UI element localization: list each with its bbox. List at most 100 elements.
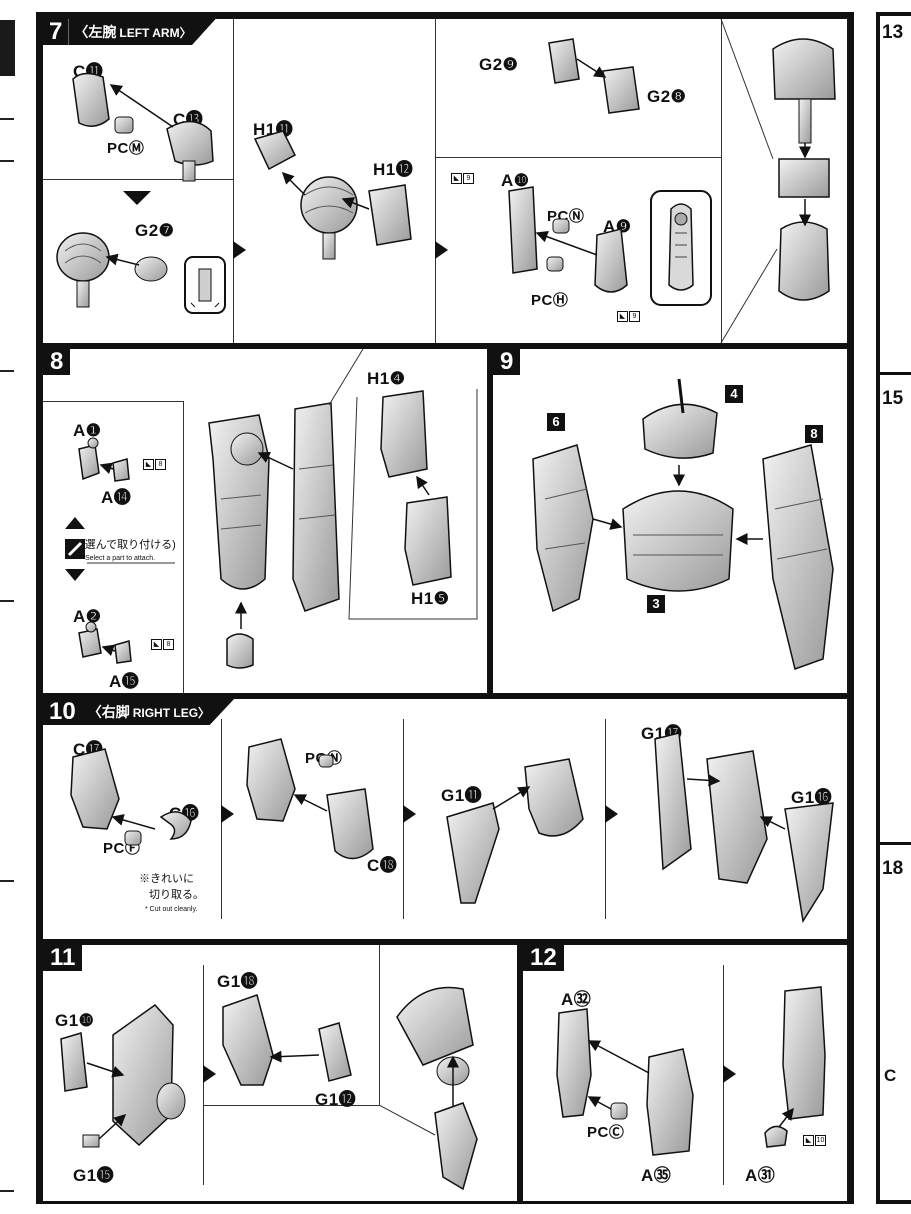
right-page-edge: 13 15 18 C	[876, 12, 911, 1204]
panel-divider	[435, 19, 436, 343]
part-label: A㉟	[641, 1166, 672, 1185]
detail-inset-box	[183, 255, 227, 315]
marker-paint-callout: ◣ 10	[803, 1135, 826, 1148]
cut-note-en: * Cut out cleanly.	[145, 906, 198, 913]
panel-divider	[183, 401, 184, 693]
marker-pen-icon: ◣	[151, 639, 162, 650]
next-step-arrow-icon	[221, 805, 234, 823]
part-label: G1⓲	[217, 972, 259, 991]
step-9-panel: 9 6 4 8 3	[490, 346, 850, 696]
step-12-panel: 12 A㉜ PCⒸ A㉟ A㉛ ◣ 10	[520, 942, 850, 1204]
panel-divider	[379, 945, 380, 1105]
part-label: PCⓃ	[547, 208, 585, 225]
part-label: A㉜	[561, 990, 592, 1009]
step-9-drawing	[532, 378, 834, 670]
step-8-panel: 8 H1❹ A❶ A⓮ A❷ A⓯ H1❺ (選んで取り付ける) Select …	[40, 346, 490, 696]
part-label: C⓱	[73, 740, 104, 759]
step-11-drawing	[60, 986, 478, 1191]
part-label: PCⒽ	[531, 292, 569, 309]
left-edge-rule	[0, 880, 14, 882]
part-label: A㉛	[745, 1166, 776, 1185]
part-label: H1❹	[367, 369, 406, 388]
step-title-jp: 〈右脚	[87, 704, 130, 720]
step-title-jp: 〈左腕	[74, 24, 117, 40]
next-step-arrow-icon	[435, 241, 448, 259]
panel-divider	[203, 1105, 379, 1106]
part-label: H1⓬	[373, 160, 414, 179]
part-label: PCⒸ	[587, 1124, 625, 1141]
part-label: G1⓱	[641, 724, 683, 743]
marker-number: 10	[815, 1135, 826, 1146]
step-title-en: RIGHT LEG〉	[132, 706, 211, 720]
part-label: G1⓰	[791, 788, 833, 807]
step-reference-badge: 6	[547, 413, 565, 431]
part-label: A❾	[603, 217, 632, 236]
left-edge-rule	[0, 160, 14, 162]
panel-divider	[721, 19, 722, 343]
part-label: A❷	[73, 607, 102, 626]
marker-number: 8	[155, 459, 166, 470]
marker-paint-callout: ◣ 8	[143, 459, 166, 472]
left-edge-rule	[0, 118, 14, 120]
left-edge-rule	[0, 1190, 14, 1192]
marker-number: 8	[163, 639, 174, 650]
next-step-arrow-icon	[203, 1065, 216, 1083]
step-reference-badge: 8	[805, 425, 823, 443]
step-title-en: LEFT ARM〉	[119, 26, 192, 40]
marker-paint-callout: ◣ 9	[451, 173, 474, 186]
step-11-panel: 11 G1⓲ G1❿ G1⓬ G1⓯	[40, 942, 520, 1204]
part-label: A❶	[73, 421, 102, 440]
part-label: A❿	[501, 171, 530, 190]
step-7-drawing	[56, 19, 836, 343]
marker-paint-callout: ◣ 8	[151, 639, 174, 652]
step-number: 18	[882, 858, 904, 879]
part-label: PCⓂ	[107, 140, 145, 157]
marker-pen-icon: ◣	[451, 173, 462, 184]
marker-pen-icon: ◣	[143, 459, 154, 470]
part-label: G2❽	[647, 87, 687, 106]
part-label: C⓭	[173, 110, 204, 129]
step-12-drawing	[556, 986, 826, 1156]
next-step-arrow-icon	[233, 241, 246, 259]
step-number: 12	[523, 945, 564, 971]
next-step-arrow-icon	[723, 1065, 736, 1083]
step-number: 13	[882, 22, 904, 43]
part-label: C⓰	[169, 804, 200, 823]
part-label: H1❺	[411, 589, 450, 608]
part-label: C⓲	[367, 856, 398, 875]
select-note-jp: (選んで取り付ける)	[81, 539, 176, 551]
marker-number: 9	[463, 173, 474, 184]
step-number: 11	[43, 945, 83, 971]
left-edge-rule	[0, 370, 14, 372]
marker-pen-icon: ◣	[803, 1135, 814, 1146]
marker-pen-icon: ◣	[617, 311, 628, 322]
cut-note-jp: ※きれいに	[139, 873, 194, 885]
down-arrow-icon	[123, 191, 151, 205]
panel-divider	[43, 401, 183, 402]
part-label: C⓫	[73, 62, 104, 81]
left-page-edge	[0, 0, 18, 1214]
select-note-en: Select a part to attach.	[85, 555, 156, 562]
part-label: A⓯	[109, 672, 140, 691]
step-number: 7	[43, 19, 69, 45]
step-number: 9	[493, 349, 521, 375]
panel-divider	[880, 842, 911, 845]
part-label: PCⓃ	[305, 750, 343, 767]
panel-divider	[43, 179, 233, 180]
step-reference-badge: 3	[647, 595, 665, 613]
marker-paint-callout: ◣ 9	[617, 311, 640, 324]
part-label: C	[884, 1066, 897, 1085]
part-label: A⓮	[101, 488, 132, 507]
left-edge-tab	[0, 20, 15, 76]
part-label: G1❿	[55, 1011, 95, 1030]
part-label: G2❾	[479, 55, 519, 74]
step-reference-badge: 4	[725, 385, 743, 403]
part-label: H1⓫	[253, 120, 294, 139]
